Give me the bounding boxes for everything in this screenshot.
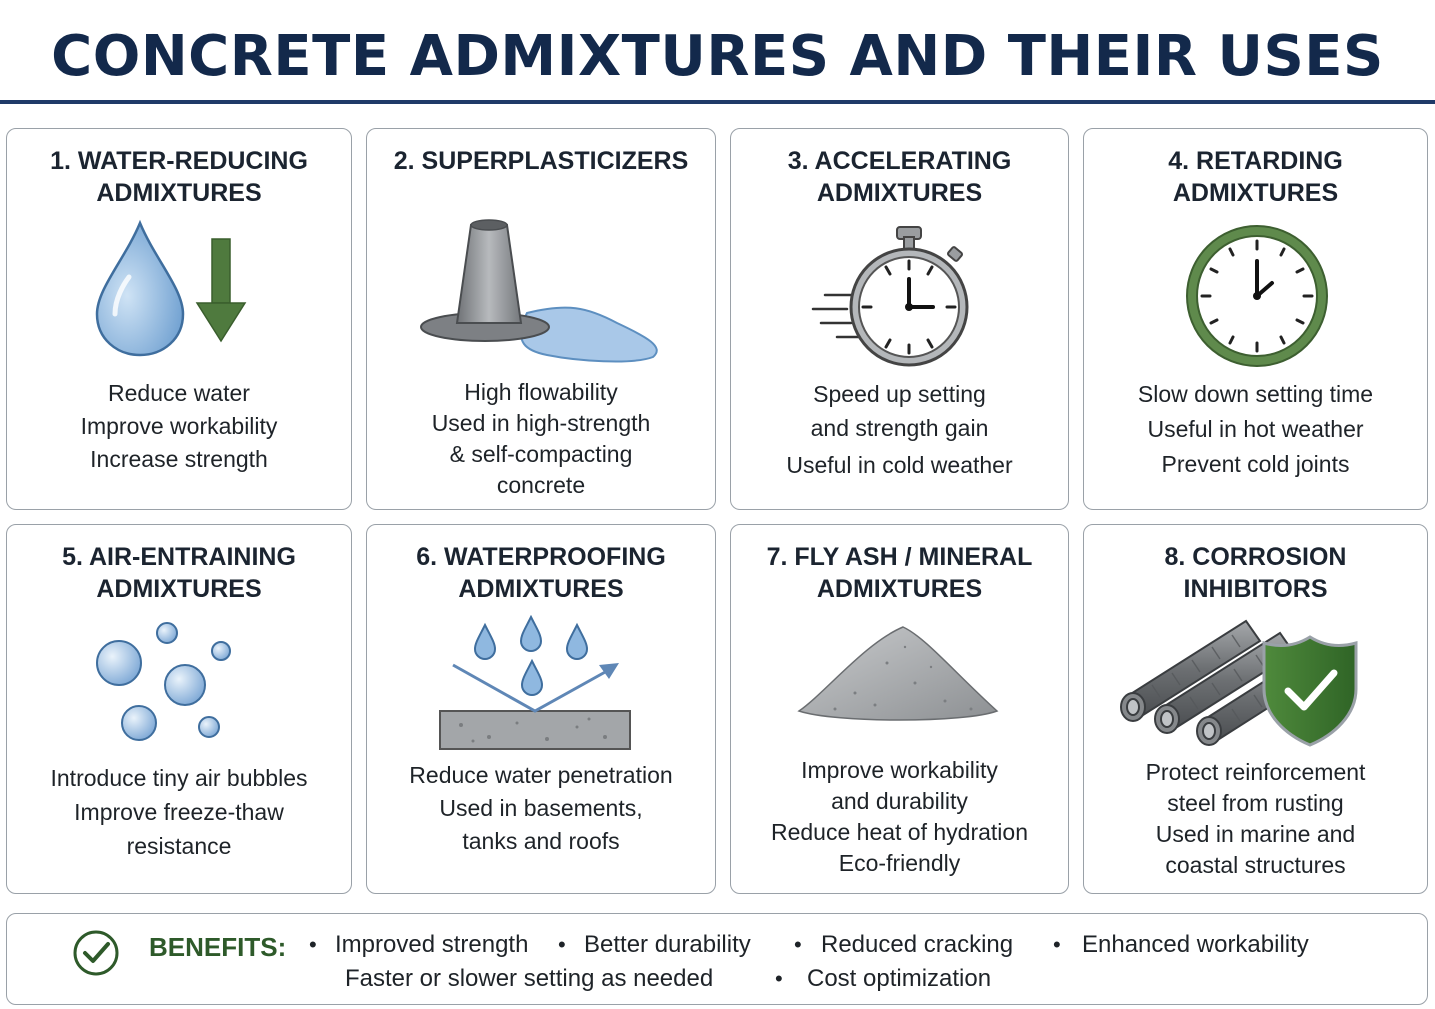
- card-title-line: 1. WATER-REDUCING: [50, 147, 308, 175]
- desc-line: Speed up setting: [813, 381, 986, 407]
- card-water-reducing: 1. WATER-REDUCING ADMIXTURES Reduce wate…: [6, 128, 352, 510]
- card-description: Improve workability and durability Reduc…: [731, 755, 1068, 879]
- check-circle-icon: [73, 930, 119, 976]
- card-title-line: 5. AIR-ENTRAINING: [62, 543, 296, 571]
- air-bubbles-icon: [96, 622, 231, 741]
- ash-pile-icon: [797, 626, 999, 721]
- card-title-line: ADMIXTURES: [96, 575, 262, 603]
- desc-line: Useful in cold weather: [786, 452, 1013, 478]
- card-title: 4. RETARDING ADMIXTURES: [1084, 145, 1427, 209]
- desc-line: & self-compacting: [449, 441, 633, 467]
- stopwatch-icon: [811, 226, 969, 367]
- benefit-item: Better durability: [584, 931, 751, 958]
- card-description: Slow down setting time Useful in hot wea…: [1084, 377, 1427, 482]
- desc-line: concrete: [496, 472, 586, 498]
- card-title-line: 7. FLY ASH / MINERAL: [766, 543, 1033, 571]
- desc-line: Improve freeze-thaw: [74, 799, 284, 825]
- card-description: Speed up setting and strength gain Usefu…: [731, 377, 1068, 482]
- card-title-line: ADMIXTURES: [96, 179, 262, 207]
- rebar-shield-icon: [1120, 619, 1358, 747]
- benefit-item: Faster or slower setting as needed: [345, 965, 714, 992]
- desc-line: Prevent cold joints: [1161, 451, 1350, 477]
- card-title-line: 2. SUPERPLASTICIZERS: [393, 147, 689, 175]
- desc-line: Protect reinforcement: [1145, 759, 1366, 785]
- card-description: Reduce water penetration Used in basemen…: [367, 759, 715, 858]
- card-title-line: ADMIXTURES: [458, 575, 624, 603]
- card-title-line: 8. CORROSION: [1164, 543, 1347, 571]
- slump-cone-flow-icon: [420, 219, 658, 363]
- card-corrosion-inhibitors: 8. CORROSION INHIBITORS: [1083, 524, 1428, 894]
- desc-line: tanks and roofs: [462, 828, 620, 854]
- benefits-label: BENEFITS:: [149, 932, 287, 962]
- card-retarding: 4. RETARDING ADMIXTURES Slow down settin…: [1083, 128, 1428, 510]
- desc-line: and durability: [831, 788, 968, 814]
- card-air-entraining: 5. AIR-ENTRAINING ADMIXTURES Introduce t…: [6, 524, 352, 894]
- benefits-bar: BENEFITS: • Improved strength • Better d…: [6, 913, 1428, 1005]
- card-title: 6. WATERPROOFING ADMIXTURES: [367, 541, 715, 605]
- desc-line: Improve workability: [80, 413, 278, 439]
- card-accelerating: 3. ACCELERATING ADMIXTURES Speed up sett…: [730, 128, 1069, 510]
- desc-line: Introduce tiny air bubbles: [50, 765, 308, 791]
- desc-line: Improve workability: [801, 757, 998, 783]
- desc-line: Eco-friendly: [838, 850, 961, 876]
- desc-line: and strength gain: [810, 415, 989, 441]
- card-title: 2. SUPERPLASTICIZERS: [367, 145, 715, 177]
- card-title: 5. AIR-ENTRAINING ADMIXTURES: [7, 541, 351, 605]
- card-superplasticizers: 2. SUPERPLASTICIZERS High flowability Us…: [366, 128, 716, 510]
- bullet: •: [1053, 932, 1061, 957]
- bullet: •: [794, 932, 802, 957]
- desc-line: Slow down setting time: [1137, 381, 1374, 407]
- water-repel-slab-icon: [439, 615, 631, 750]
- desc-line: Useful in hot weather: [1147, 416, 1364, 442]
- desc-line: Used in marine and: [1155, 821, 1356, 847]
- water-drop-down-arrow-icon: [95, 219, 247, 357]
- bullet: •: [558, 932, 566, 957]
- card-title-line: 4. RETARDING: [1168, 147, 1343, 175]
- desc-line: Reduce water penetration: [409, 762, 673, 788]
- benefit-item: Reduced cracking: [821, 931, 1014, 958]
- card-description: Reduce water Improve workability Increas…: [7, 377, 351, 476]
- desc-line: High flowability: [464, 379, 618, 405]
- card-title: 7. FLY ASH / MINERAL ADMIXTURES: [731, 541, 1068, 605]
- card-description: Protect reinforcement steel from rusting…: [1084, 757, 1427, 881]
- benefit-item: Improved strength: [335, 931, 529, 958]
- card-description: High flowability Used in high-strength &…: [367, 377, 715, 501]
- desc-line: resistance: [126, 833, 232, 859]
- benefit-item: Enhanced workability: [1082, 931, 1309, 958]
- card-title-line: 3. ACCELERATING: [787, 147, 1012, 175]
- clock-icon: [1186, 225, 1328, 367]
- card-waterproofing: 6. WATERPROOFING ADMIXTURES Reduce water…: [366, 524, 716, 894]
- card-title-line: INHIBITORS: [1183, 575, 1328, 603]
- card-title: 8. CORROSION INHIBITORS: [1084, 541, 1427, 605]
- desc-line: Reduce heat of hydration: [770, 819, 1028, 845]
- desc-line: Reduce water: [108, 380, 250, 406]
- page-title: CONCRETE ADMIXTURES AND THEIR USES: [51, 24, 1384, 89]
- card-description: Introduce tiny air bubbles Improve freez…: [7, 761, 351, 863]
- title-divider: [0, 100, 1435, 104]
- card-title-line: 6. WATERPROOFING: [416, 543, 666, 571]
- card-title-line: ADMIXTURES: [1172, 179, 1339, 207]
- desc-line: Used in basements,: [439, 795, 643, 821]
- desc-line: steel from rusting: [1167, 790, 1344, 816]
- card-title-line: ADMIXTURES: [816, 575, 983, 603]
- desc-line: Used in high-strength: [431, 410, 651, 436]
- bullet: •: [775, 966, 783, 991]
- card-fly-ash: 7. FLY ASH / MINERAL ADMIXTURES Improve …: [730, 524, 1069, 894]
- card-title: 3. ACCELERATING ADMIXTURES: [731, 145, 1068, 209]
- bullet: •: [309, 932, 317, 957]
- desc-line: coastal structures: [1165, 852, 1346, 878]
- benefit-item: Cost optimization: [807, 965, 992, 992]
- desc-line: Increase strength: [90, 446, 268, 472]
- card-title-line: ADMIXTURES: [816, 179, 983, 207]
- card-title: 1. WATER-REDUCING ADMIXTURES: [7, 145, 351, 209]
